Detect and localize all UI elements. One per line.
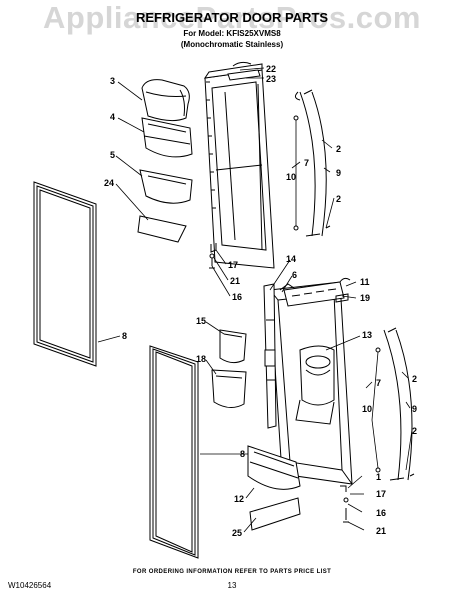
ordering-info: FOR ORDERING INFORMATION REFER TO PARTS … [132, 569, 332, 575]
callout-8-upper: 8 [122, 331, 127, 341]
callout-22: 22 [266, 64, 276, 74]
callout-9-upper: 9 [336, 168, 341, 178]
callout-2-upper-bottom: 2 [336, 194, 341, 204]
shelf-tray-part [137, 215, 187, 243]
page-number: 13 [227, 581, 237, 590]
finish-line: (Monochromatic Stainless) [180, 40, 284, 49]
bottom-tray [249, 497, 301, 531]
callout-11: 11 [360, 277, 370, 287]
diagram-title: REFRIGERATOR DOOR PARTS [135, 10, 329, 25]
watermark: AppliancePartsPros.com [43, 0, 421, 35]
callout-8-lower: 8 [240, 449, 245, 459]
callout-18: 18 [196, 354, 206, 364]
callout-10-lower: 10 [362, 404, 372, 414]
callout-15: 15 [196, 316, 206, 326]
callout-4: 4 [110, 112, 115, 122]
small-bin-part [139, 169, 193, 204]
callout-6: 6 [292, 270, 297, 280]
lower-bin-large [211, 369, 247, 408]
callout-21-upper: 21 [230, 276, 240, 286]
lower-bin-small [219, 329, 247, 364]
callout-2-upper-top: 2 [336, 144, 341, 154]
callout-25: 25 [232, 528, 242, 538]
lower-screws [340, 485, 349, 523]
upper-door-assembly [203, 61, 275, 269]
lower-hinge-hardware [279, 277, 351, 303]
top-cap-part [227, 69, 261, 81]
document-number: W10426564 [8, 581, 52, 590]
model-line: For Model: KFIS25XVMS8 [183, 29, 281, 38]
vertical-trim-part [263, 283, 277, 429]
callout-21-lower: 21 [376, 526, 386, 536]
callout-19: 19 [360, 293, 370, 303]
callout-23: 23 [266, 74, 276, 84]
callout-17-lower: 17 [376, 489, 386, 499]
callout-16-lower: 16 [376, 508, 386, 518]
dairy-door-part [141, 79, 190, 122]
callout-2-lower-bottom: 2 [412, 426, 417, 436]
bottom-door-bin [247, 445, 301, 490]
callout-7-lower: 7 [376, 378, 381, 388]
callout-5: 5 [110, 150, 115, 160]
callout-17-upper: 17 [228, 260, 238, 270]
callout-14: 14 [286, 254, 296, 264]
callout-16-upper: 16 [232, 292, 242, 302]
callout-1: 1 [376, 472, 381, 482]
dairy-bin-part [141, 117, 193, 158]
lower-door-gasket [149, 345, 199, 559]
upper-hinge-hardware [209, 243, 217, 269]
callout-9-lower: 9 [412, 404, 417, 414]
upper-door-gasket [33, 181, 97, 367]
callout-3: 3 [110, 76, 115, 86]
callout-24: 24 [104, 178, 114, 188]
upper-handle [293, 89, 331, 237]
callout-12: 12 [234, 494, 244, 504]
callout-10-upper: 10 [286, 172, 296, 182]
lower-door-assembly [269, 281, 353, 485]
callout-7-upper: 7 [304, 158, 309, 168]
callout-13: 13 [362, 330, 372, 340]
callout-2-lower-top: 2 [412, 374, 417, 384]
